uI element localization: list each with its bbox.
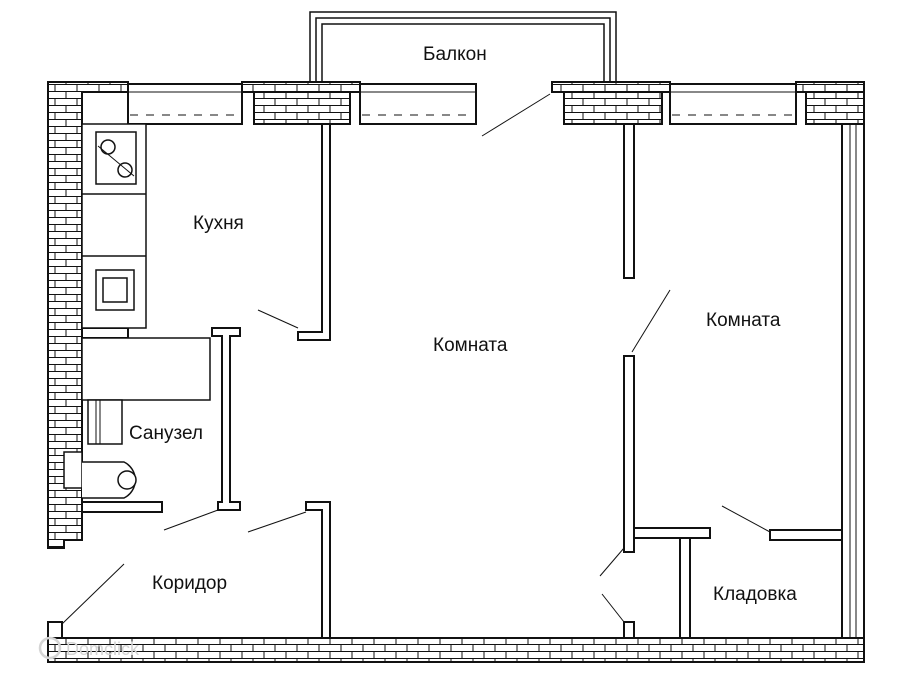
room-label-balcony: Балкон [423, 44, 487, 65]
watermark: Domclick [38, 636, 140, 660]
washbasin-icon [87, 399, 123, 445]
right-exterior-wall [841, 123, 865, 639]
room-label-corridor: Коридор [152, 573, 227, 594]
room-label-kitchen: Кухня [193, 213, 244, 234]
kitchen-fixtures [81, 123, 147, 329]
brick-walls [47, 81, 865, 663]
domclick-logo-icon [38, 636, 62, 660]
windows [127, 83, 797, 125]
room-label-right-room: Комната [706, 310, 781, 331]
kitchen-sink-icon [95, 269, 135, 311]
room-label-living-room: Комната [433, 335, 508, 356]
room-labels: Балкон Кухня Комната Комната Санузел Кор… [129, 44, 797, 605]
interior-walls [47, 123, 843, 639]
bathtub-icon [81, 337, 211, 401]
toilet-icon [63, 451, 137, 499]
room-label-storage: Кладовка [713, 584, 797, 605]
balcony-outline [309, 11, 617, 82]
bathroom-fixtures [63, 337, 211, 499]
watermark-text: Domclick [66, 639, 140, 659]
stove-icon [95, 131, 137, 185]
room-label-bathroom: Санузел [129, 423, 203, 444]
door-swings [61, 93, 771, 625]
